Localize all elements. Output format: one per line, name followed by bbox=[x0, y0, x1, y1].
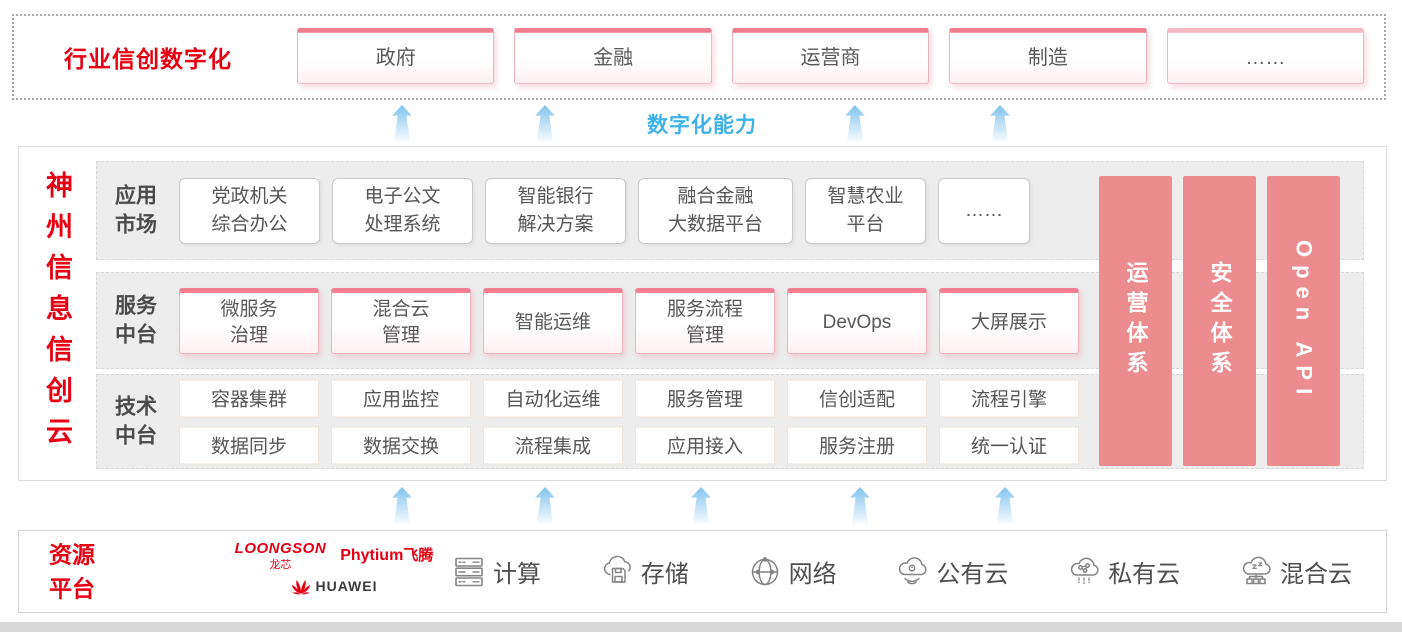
technology-item: 统一认证 bbox=[939, 426, 1079, 464]
industry-item-operator: 运营商 bbox=[731, 27, 930, 84]
resource-item-label: 混合云 bbox=[1279, 561, 1352, 588]
public-cloud-icon bbox=[899, 556, 928, 584]
resource-item-label: 计算 bbox=[493, 561, 541, 588]
technology-item: 信创适配 bbox=[787, 379, 927, 417]
industry-item-list: 政府 金融 运营商 制造 …… bbox=[297, 27, 1365, 84]
service-item-list: 微服务 治理 混合云 管理 智能运维 服务流程 管理 DevOps 大屏展示 bbox=[179, 287, 1079, 354]
hybrid-cloud-icon bbox=[1242, 556, 1271, 584]
up-arrow-icon bbox=[392, 105, 412, 143]
network-icon bbox=[751, 556, 778, 585]
industry-digitalization-banner: 行业信创数字化 政府 金融 运营商 制造 …… bbox=[12, 14, 1386, 100]
up-arrow-icon bbox=[850, 487, 870, 525]
resource-item-compute: 计算 bbox=[451, 554, 541, 590]
row-label: 技术 中台 bbox=[115, 395, 157, 448]
technology-item: 服务注册 bbox=[787, 426, 927, 464]
technology-item: 自动化运维 bbox=[483, 379, 623, 417]
technology-item: 服务管理 bbox=[635, 379, 775, 417]
technology-item: 流程集成 bbox=[483, 426, 623, 464]
application-item: 智能银行 解决方案 bbox=[485, 177, 626, 244]
industry-item-manufacturing: 制造 bbox=[949, 27, 1147, 84]
technology-item-grid: 容器集群 应用监控 自动化运维 服务管理 信创适配 流程引擎 数据同步 数据交换… bbox=[179, 379, 1079, 464]
service-item: 大屏展示 bbox=[939, 287, 1079, 354]
vendor-logos: LOONGSON 龙芯 Phytium飞腾 bbox=[209, 540, 459, 595]
resource-item-label: 私有云 bbox=[1108, 561, 1181, 588]
resource-item-public-cloud: 公有云 bbox=[894, 554, 1008, 590]
application-item: 智慧农业 平台 bbox=[805, 177, 926, 244]
up-arrow-icon bbox=[392, 487, 412, 525]
resource-platform-panel: 资源 平台 LOONGSON 龙芯 Phytium飞腾 bbox=[18, 530, 1387, 613]
row-label: 服务 中台 bbox=[115, 294, 157, 347]
digital-capability-label: 数字化能力 bbox=[647, 114, 757, 137]
footer-strip bbox=[0, 622, 1402, 632]
industry-item-finance: 金融 bbox=[514, 27, 712, 84]
up-arrow-icon bbox=[535, 487, 555, 525]
up-arrow-icon bbox=[995, 487, 1015, 525]
industry-item-government: 政府 bbox=[297, 27, 495, 84]
row-label: 应用 市场 bbox=[115, 184, 157, 237]
service-item: 微服务 治理 bbox=[179, 287, 319, 354]
resource-item-private-cloud: 私有云 bbox=[1066, 554, 1180, 590]
storage-icon bbox=[603, 555, 631, 583]
private-cloud-icon bbox=[1071, 557, 1099, 584]
row-service-platform: 服务 中台 微服务 治理 混合云 管理 智能运维 服务流程 管理 DevOps … bbox=[96, 272, 1364, 369]
banner-title: 行业信创数字化 bbox=[64, 46, 232, 72]
technology-item: 数据同步 bbox=[179, 426, 319, 464]
resource-item-storage: 存储 bbox=[599, 554, 689, 590]
technology-item: 容器集群 bbox=[179, 379, 319, 417]
phytium-logo: Phytium飞腾 bbox=[340, 544, 433, 565]
loongson-chinese: 龙芯 bbox=[269, 559, 292, 571]
technology-item: 应用监控 bbox=[331, 379, 471, 417]
huawei-flower-icon bbox=[291, 580, 310, 595]
huawei-wordmark: HUAWEI bbox=[315, 578, 378, 594]
row-technology-platform: 技术 中台 容器集群 应用监控 自动化运维 服务管理 信创适配 流程引擎 数据同… bbox=[96, 374, 1364, 469]
industry-item-more: …… bbox=[1166, 27, 1365, 84]
service-item: DevOps bbox=[787, 287, 927, 354]
resource-item-label: 公有云 bbox=[936, 561, 1009, 588]
application-item-more: …… bbox=[938, 177, 1030, 244]
pillar-operations-system: 运营体系 bbox=[1099, 176, 1172, 466]
up-arrow-icon bbox=[535, 105, 555, 143]
resource-item-list: 计算 存储 bbox=[451, 531, 1352, 612]
server-icon bbox=[455, 557, 483, 586]
row-application-market: 应用 市场 党政机关 综合办公 电子公文 处理系统 智能银行 解决方案 融合金融… bbox=[96, 161, 1364, 260]
service-item: 混合云 管理 bbox=[331, 287, 471, 354]
huawei-logo: HUAWEI bbox=[209, 577, 459, 595]
loongson-wordmark: LOONGSON bbox=[234, 540, 327, 557]
application-item: 电子公文 处理系统 bbox=[332, 177, 473, 244]
technology-item: 应用接入 bbox=[635, 426, 775, 464]
technology-item: 流程引擎 bbox=[939, 379, 1079, 417]
up-arrow-icon bbox=[845, 105, 865, 143]
technology-item: 数据交换 bbox=[331, 426, 471, 464]
application-item-list: 党政机关 综合办公 电子公文 处理系统 智能银行 解决方案 融合金融 大数据平台… bbox=[179, 177, 1030, 244]
phytium-wordmark: Phytium bbox=[340, 547, 404, 564]
service-item: 智能运维 bbox=[483, 287, 623, 354]
service-item: 服务流程 管理 bbox=[635, 287, 775, 354]
resource-item-network: 网络 bbox=[747, 554, 837, 590]
resource-item-hybrid-cloud: 混合云 bbox=[1238, 554, 1352, 590]
up-arrow-icon bbox=[990, 105, 1010, 143]
resource-item-label: 网络 bbox=[788, 561, 837, 588]
application-item: 党政机关 综合办公 bbox=[179, 177, 320, 244]
loongson-logo: LOONGSON 龙芯 bbox=[235, 540, 327, 572]
platform-vertical-title: 神州信息信创云 bbox=[42, 171, 72, 458]
resource-item-label: 存储 bbox=[640, 561, 689, 588]
pillar-security-system: 安全体系 bbox=[1183, 176, 1256, 466]
application-item: 融合金融 大数据平台 bbox=[638, 177, 793, 244]
phytium-chinese: 飞腾 bbox=[403, 547, 434, 564]
cloud-platform-panel: 神州信息信创云 应用 市场 党政机关 综合办公 电子公文 处理系统 智能银行 解… bbox=[18, 146, 1387, 481]
resource-platform-label: 资源 平台 bbox=[49, 541, 95, 602]
pillar-open-api: Open API bbox=[1267, 176, 1340, 466]
up-arrow-icon bbox=[691, 487, 711, 525]
